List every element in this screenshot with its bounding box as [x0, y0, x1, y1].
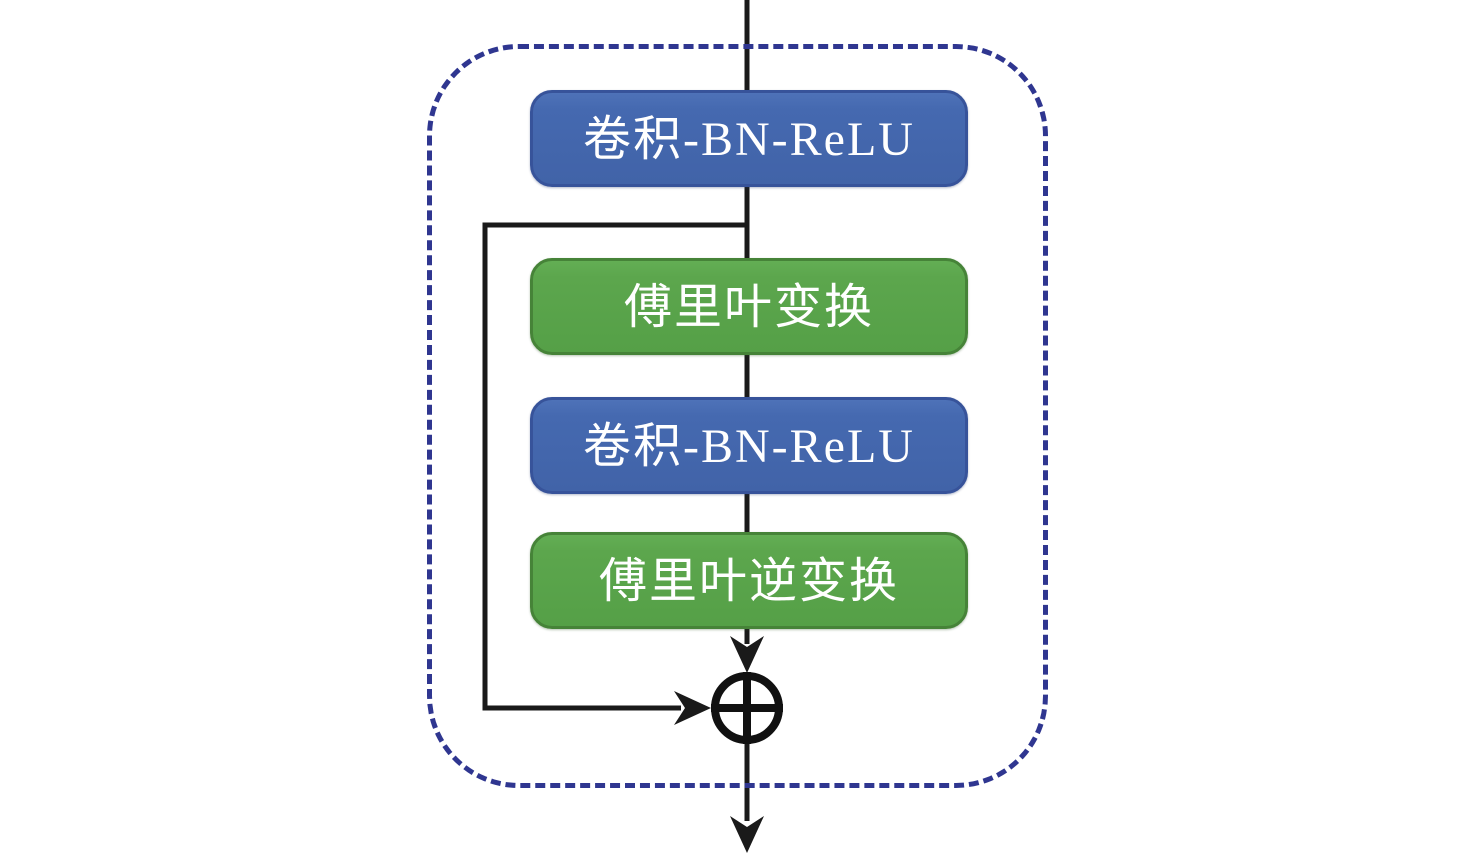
skip-connection-wire	[482, 222, 747, 711]
fourier-transform-box: 傅里叶变换	[530, 258, 968, 355]
arrowhead-into-adder-left	[674, 691, 711, 725]
conv-bn-relu-box-1: 卷积-BN-ReLU	[530, 90, 968, 187]
output-arrowhead	[730, 816, 764, 853]
elementwise-add-icon	[711, 672, 783, 744]
inverse-fourier-transform-label: 傅里叶逆变换	[598, 554, 899, 608]
conv-bn-relu-label-1: 卷积-BN-ReLU	[583, 112, 915, 166]
conv-bn-relu-box-2: 卷积-BN-ReLU	[530, 397, 968, 494]
inverse-fourier-transform-box: 傅里叶逆变换	[530, 532, 968, 629]
fourier-transform-label: 傅里叶变换	[623, 280, 874, 334]
conv-bn-relu-label-2: 卷积-BN-ReLU	[583, 419, 915, 473]
arrowhead-into-adder-top	[730, 636, 764, 673]
